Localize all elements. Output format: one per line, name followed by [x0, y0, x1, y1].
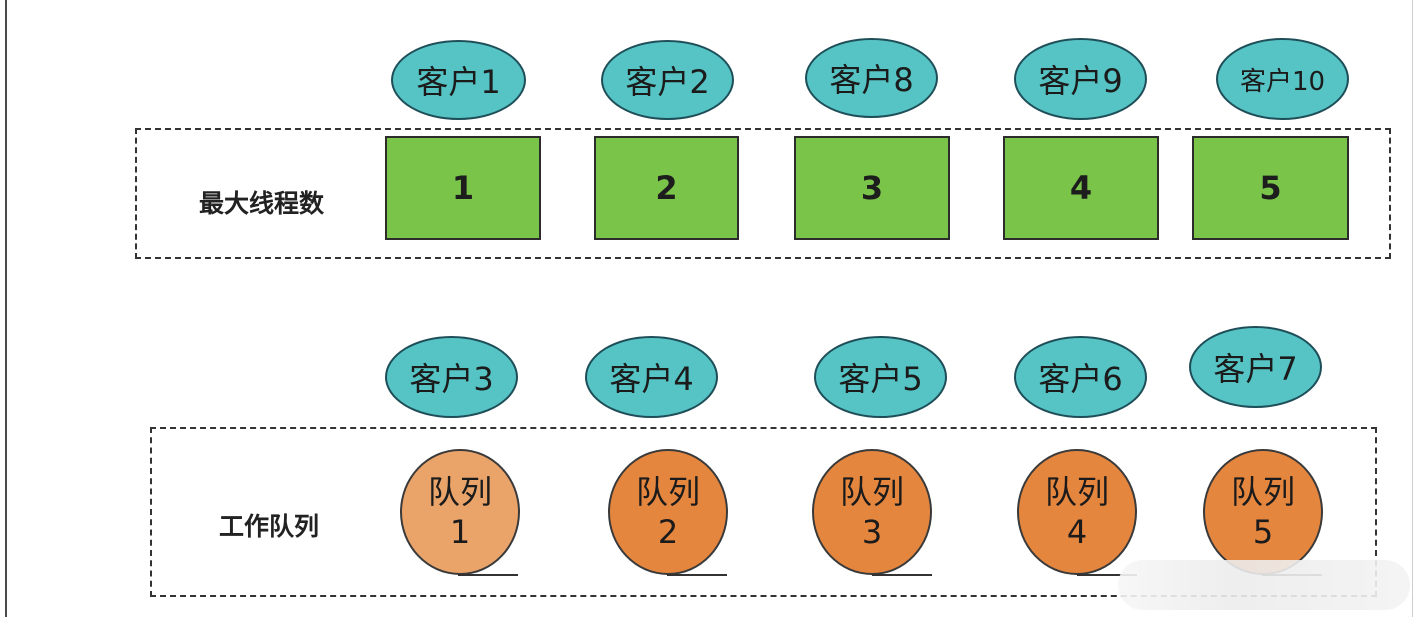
thread-slot: 5 [1192, 136, 1349, 240]
queue-title: 队列 [1044, 473, 1109, 511]
queue-number: 4 [1066, 513, 1088, 551]
client-node: 客户1 [391, 40, 526, 120]
client-node: 客户8 [805, 38, 938, 118]
queue-item: 队列 5 [1203, 449, 1323, 575]
thread-slot: 3 [794, 136, 950, 240]
queue-number: 5 [1252, 513, 1274, 551]
queue-title: 队列 [839, 473, 904, 511]
client-node: 客户5 [814, 336, 947, 418]
queue-tail-line [458, 574, 518, 576]
client-node: 客户3 [385, 336, 518, 418]
client-node: 客户10 [1216, 38, 1349, 120]
frame-right-border [1412, 0, 1413, 617]
client-node: 客户4 [585, 336, 718, 418]
work-queue-group [150, 427, 1377, 597]
queue-tail-line [872, 574, 932, 576]
queue-item: 队列 4 [1017, 449, 1137, 575]
queue-tail-line [1077, 574, 1137, 576]
thread-slot: 4 [1003, 136, 1159, 240]
client-node: 客户7 [1189, 326, 1322, 408]
client-node: 客户9 [1014, 38, 1147, 120]
queue-item: 队列 2 [608, 449, 728, 575]
queue-item: 队列 1 [400, 449, 520, 575]
queue-tail-line [667, 574, 727, 576]
client-node: 客户2 [601, 40, 734, 120]
max-threads-label: 最大线程数 [199, 189, 325, 218]
client-node: 客户6 [1014, 336, 1147, 418]
queue-number: 1 [449, 513, 471, 551]
thread-slot: 1 [385, 136, 541, 240]
queue-title: 队列 [427, 473, 492, 511]
queue-item: 队列 3 [812, 449, 932, 575]
queue-number: 3 [861, 513, 883, 551]
queue-title: 队列 [635, 473, 700, 511]
thread-slot: 2 [594, 136, 739, 240]
queue-number: 2 [657, 513, 679, 551]
work-queue-label: 工作队列 [219, 512, 320, 541]
max-threads-group [135, 128, 1391, 259]
frame-left-border [5, 0, 7, 617]
blurred-watermark [1118, 560, 1410, 610]
queue-title: 队列 [1230, 473, 1295, 511]
